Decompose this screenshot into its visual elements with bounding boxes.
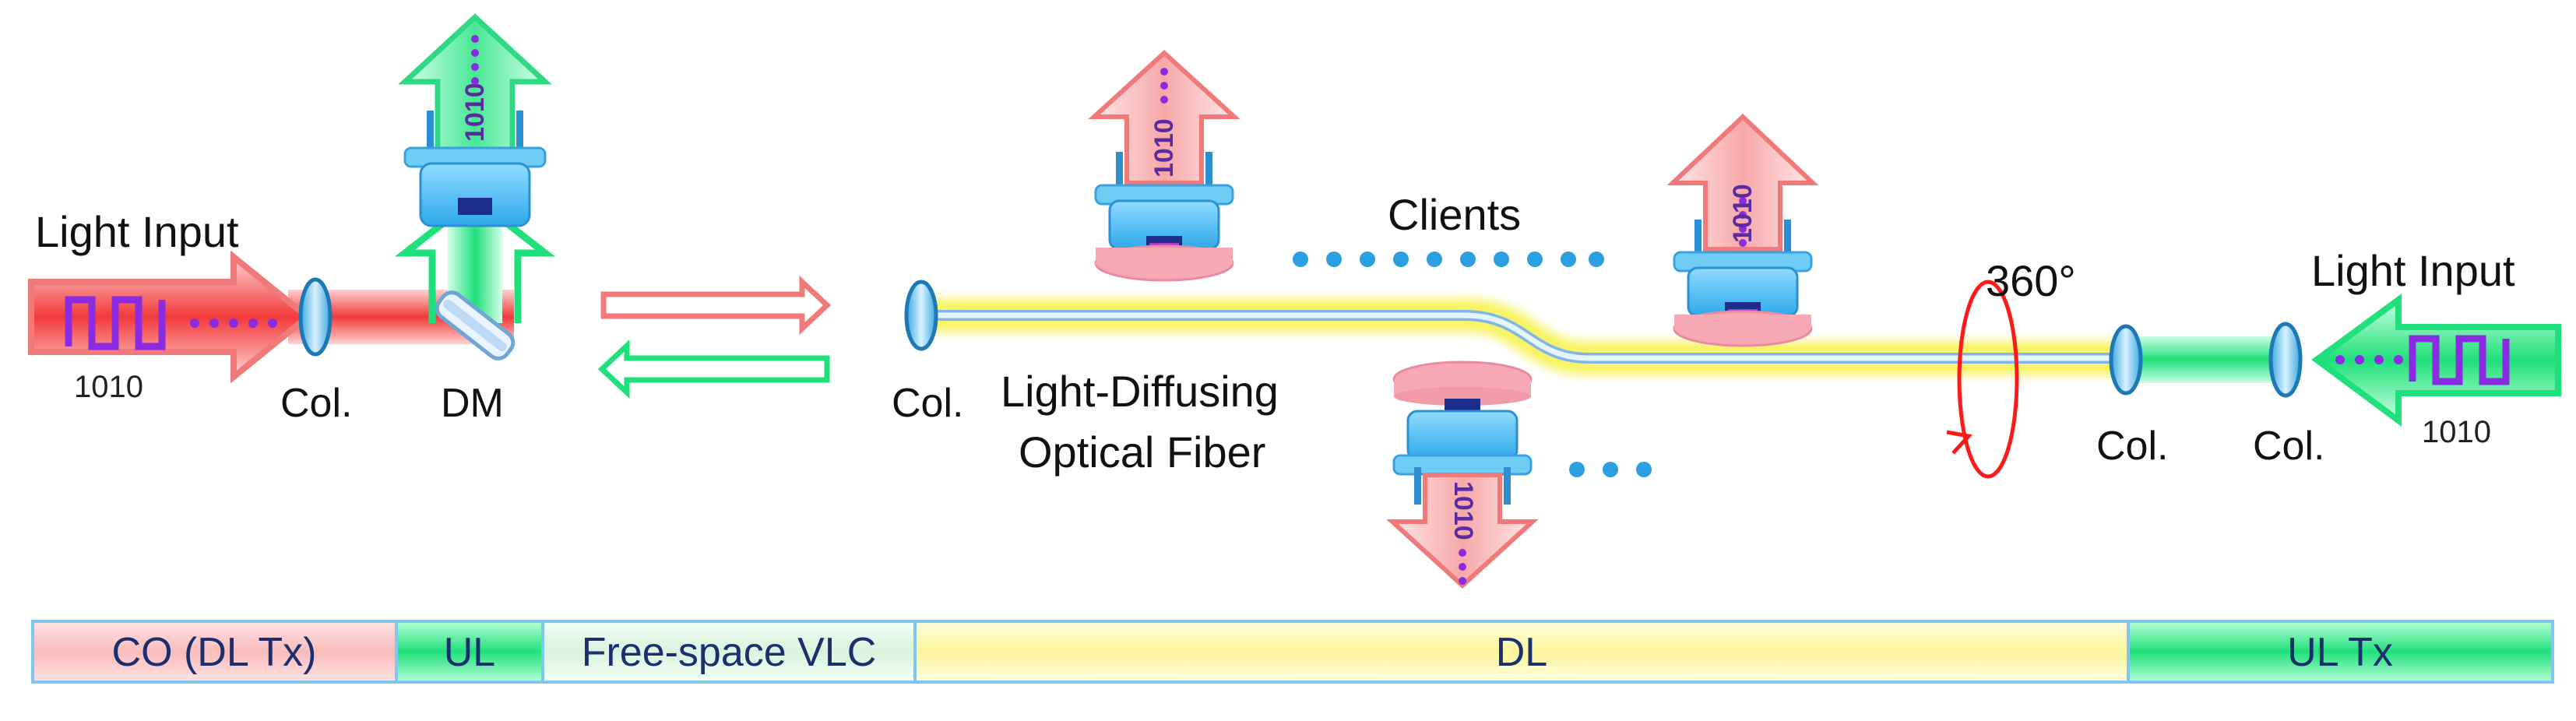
- segment-free-space: [541, 620, 917, 684]
- client-2-bits: 1010: [1728, 184, 1758, 243]
- segment-co-label: CO (DL Tx): [112, 630, 317, 675]
- clients-label: Clients: [1388, 190, 1521, 239]
- light-input-label-right: Light Input: [2311, 246, 2515, 295]
- light-input-arrow-left: [28, 250, 313, 384]
- bits-vertical-label: 1010: [460, 83, 490, 142]
- fiber-collimator-label: Col.: [892, 381, 963, 426]
- fiber-label-line1: Light-Diffusing: [1001, 367, 1279, 416]
- signal-dots-left: [190, 318, 277, 328]
- fiber-core-highlight: [919, 312, 2126, 361]
- uplink-free-space-arrow: [597, 339, 830, 399]
- collimator-label: Col.: [280, 381, 352, 426]
- signal-dots-right: [2335, 355, 2403, 364]
- signal-waveform-right: [2409, 335, 2510, 385]
- client-receiver-2: 1010: [1666, 113, 1819, 347]
- bits-label-right: 1010: [2422, 415, 2491, 449]
- segment-ul: [395, 620, 544, 684]
- ul-collimator-lens: [2268, 322, 2303, 398]
- segment-free-space-label: Free-space VLC: [582, 630, 877, 675]
- segment-ul-tx-label: UL Tx: [2287, 630, 2393, 675]
- downlink-free-space-arrow: [600, 275, 832, 336]
- fiber-label-line2: Optical Fiber: [1019, 427, 1265, 477]
- photodetector-dl-top: [403, 111, 547, 227]
- bits-label-left: 1010: [74, 370, 143, 404]
- fiber-output-collimator-lens: [2109, 324, 2143, 396]
- light-input-label-left: Light Input: [35, 207, 239, 256]
- client-receiver-3: 1010: [1386, 360, 1539, 589]
- fiber-output-collimator-label: Col.: [2096, 424, 2168, 469]
- collimator-lens: [298, 277, 333, 357]
- clients-ellipsis-top: [1293, 251, 1604, 267]
- rotation-360-icon: [1946, 280, 2019, 479]
- segment-ul-label: UL: [444, 630, 495, 675]
- segment-dl-label: DL: [1496, 630, 1547, 675]
- signal-waveform-left: [65, 296, 166, 350]
- uplink-beam-right: [2126, 336, 2297, 383]
- clients-ellipsis-bottom: [1569, 462, 1652, 477]
- signal-dots-vertical: [471, 35, 479, 85]
- rotation-label: 360°: [1986, 256, 2076, 305]
- dichroic-mirror: [435, 290, 516, 360]
- segment-bar: CO (DL Tx) UL Free-space VLC DL UL Tx: [31, 620, 2554, 684]
- dm-label: DM: [441, 381, 504, 426]
- client-receiver-1: 1010: [1088, 49, 1240, 282]
- client-1-bits: 1010: [1149, 118, 1179, 178]
- segment-ul-tx: [2127, 620, 2554, 684]
- fiber-collimator-lens: [904, 280, 938, 351]
- client-3-bits: 1010: [1448, 481, 1478, 540]
- ul-collimator-label: Col.: [2253, 424, 2324, 469]
- segment-co: [31, 620, 398, 684]
